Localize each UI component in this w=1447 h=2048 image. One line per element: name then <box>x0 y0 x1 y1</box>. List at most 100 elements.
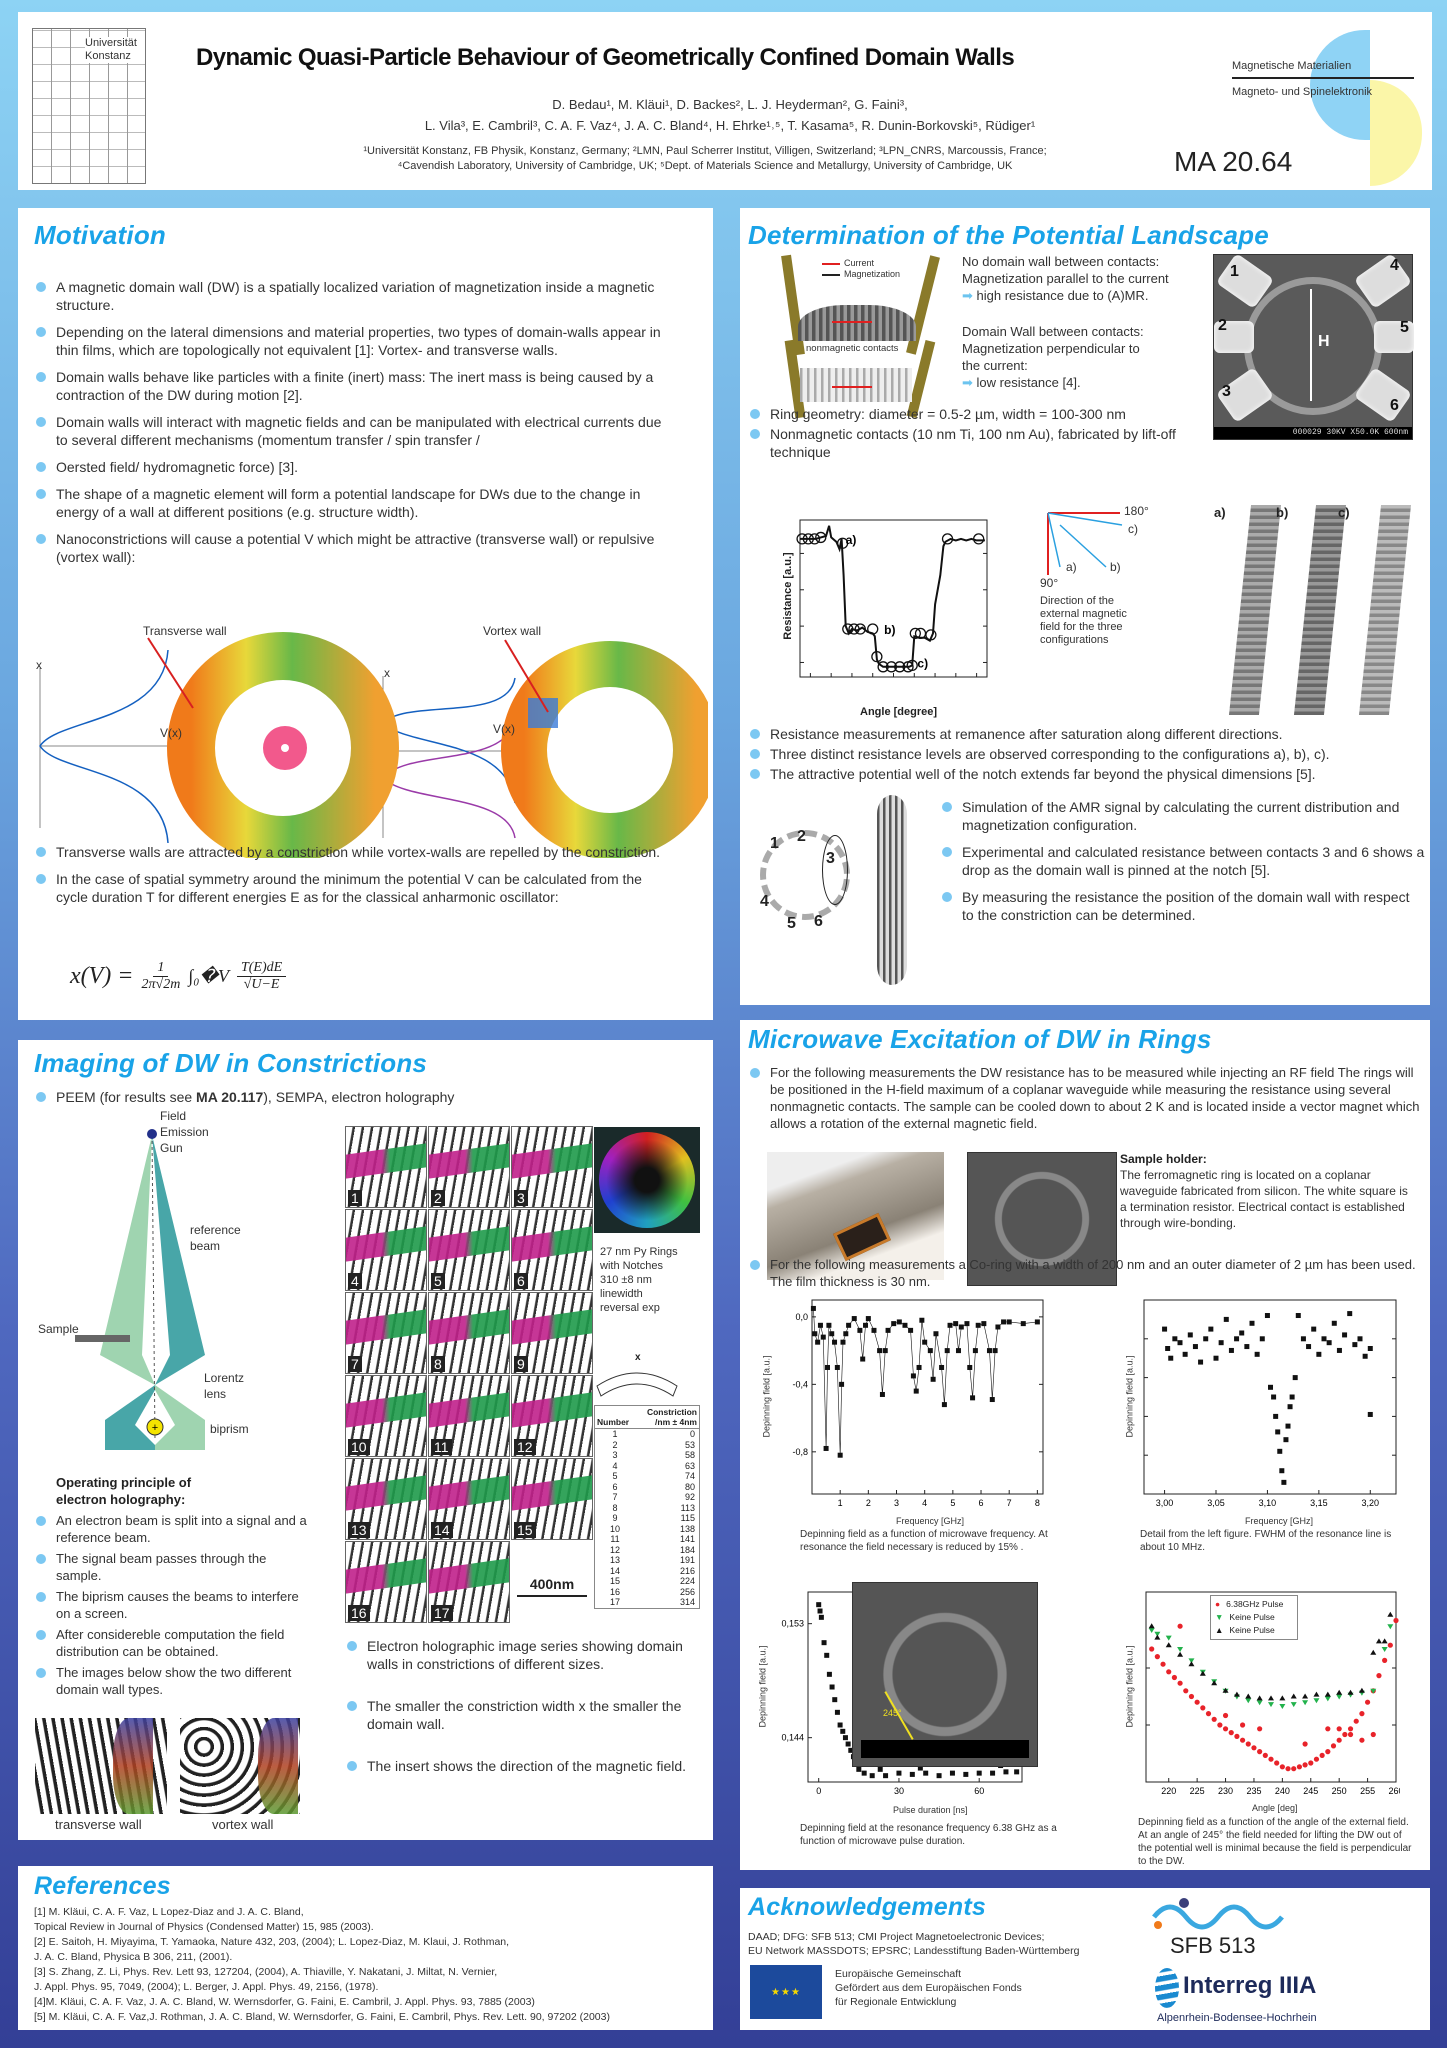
landscape-bullets-2: Resistance measurements at remanence aft… <box>748 725 1418 785</box>
acknowledgements-title: Acknowledgements <box>748 1893 986 1921</box>
ack-text: DAAD; DFG: SFB 513; CMI Project Magnetoe… <box>748 1930 1079 1958</box>
row-number: 17 <box>609 1597 620 1607</box>
amr-simulation-figure: 1 2 3 4 5 6 <box>752 795 942 985</box>
bullet-item: Nanoconstrictions will cause a potential… <box>34 530 674 566</box>
notch-ring-outline <box>596 1372 678 1397</box>
field-emission-gun-icon <box>147 1129 157 1139</box>
bullet-item: Resistance measurements at remanence aft… <box>748 725 1418 743</box>
x-axis-label-left: x <box>36 658 42 672</box>
row-constriction: 0 <box>689 1429 695 1439</box>
data-point <box>1347 1731 1354 1738</box>
sem-contact <box>1374 321 1414 353</box>
pulse-inset-sem: 245° <box>852 1582 1038 1767</box>
data-point <box>1183 1688 1189 1694</box>
detail-ylabel: Depinning field [a.u.] <box>1124 1355 1135 1438</box>
row-constriction: 138 <box>679 1523 695 1534</box>
hologram-tile: 17 <box>428 1541 510 1623</box>
row-constriction: 115 <box>680 1513 695 1523</box>
data-point <box>1313 1756 1320 1762</box>
notch-inset: x <box>595 1352 680 1398</box>
arrow-icon: ➡ <box>962 288 977 303</box>
row-number: 11 <box>610 1534 620 1544</box>
poster-title: Dynamic Quasi-Particle Behaviour of Geom… <box>196 44 1015 71</box>
x-tick-label: 7 <box>1007 1498 1012 1508</box>
data-point <box>1213 1355 1219 1361</box>
row-constriction: 141 <box>679 1534 695 1544</box>
microwave-bullet-item: For the following measurements a Co-ring… <box>748 1256 1418 1290</box>
data-point <box>1331 1320 1337 1326</box>
affiliations-line-1: ¹Universität Konstanz, FB Physik, Konsta… <box>363 145 1047 157</box>
data-point <box>1165 1635 1172 1641</box>
legend-current-arrow <box>822 263 840 265</box>
zoomed-ring-segment <box>877 795 907 985</box>
plot-frame <box>1143 1299 1397 1495</box>
data-point <box>1177 1623 1183 1629</box>
data-point <box>970 1395 976 1401</box>
sem-contact <box>1214 321 1254 353</box>
microwave-bullet-1: For the following measurements the DW re… <box>748 1064 1423 1141</box>
data-point <box>802 533 814 545</box>
data-point <box>1289 1394 1295 1400</box>
formula-fraction-2: T(E)dE √U−E <box>236 960 287 993</box>
legend-current: Current <box>844 258 875 268</box>
data-point <box>840 1339 846 1345</box>
poster-id: MA 20.64 <box>1174 146 1293 177</box>
optical-axis <box>151 1134 156 1441</box>
data-point <box>1234 1336 1240 1342</box>
hologram-tile: 11 <box>428 1375 510 1457</box>
holder-title: Sample holder: <box>1120 1152 1207 1166</box>
data-point <box>1208 1326 1214 1332</box>
holder-text: The ferromagnetic ring is located on a c… <box>1120 1168 1408 1230</box>
data-point <box>842 1735 848 1741</box>
hologram-tile: 4 <box>345 1209 427 1291</box>
data-point <box>1171 1674 1178 1681</box>
y-tick-label: 0,144 <box>781 1733 804 1743</box>
data-point <box>1228 1730 1234 1736</box>
data-point <box>1387 1611 1394 1617</box>
sim-strip <box>1293 505 1347 715</box>
no-dw-line-3: ➡ high resistance due to (A)MR. <box>962 287 1169 304</box>
tile-number: 2 <box>431 1190 445 1206</box>
authors-line-1: D. Bedau¹, M. Kläui¹, D. Backes², L. J. … <box>552 97 908 112</box>
resistance-xlabel: Angle [degree] <box>860 706 938 718</box>
x-tick-label: 3,00 <box>1156 1498 1174 1508</box>
data-point <box>1347 1726 1354 1732</box>
data-point <box>824 1364 830 1370</box>
resistance-chart: 100120140160180200220240260a)b)c) <box>796 519 988 678</box>
hologram-tile: 3 <box>511 1126 593 1208</box>
data-point <box>856 1766 862 1772</box>
y-tick-label: -0,8 <box>792 1447 808 1457</box>
peem-text: PEEM (for results see <box>56 1089 197 1105</box>
col-number: Number <box>597 1417 630 1427</box>
bullet-item: The images below show the two different … <box>34 1664 309 1698</box>
microwave-title: Microwave Excitation of DW in Rings <box>748 1024 1212 1054</box>
row-constriction: 184 <box>679 1544 695 1555</box>
transverse-wall-caption: transverse wall <box>55 1817 142 1832</box>
hologram-tile: 16 <box>345 1541 427 1623</box>
affiliations-line-2: ⁴Cavendish Laboratory, University of Cam… <box>397 160 1013 172</box>
domain-color-band <box>429 1475 509 1512</box>
sim-label-a: a) <box>1214 505 1226 520</box>
data-point <box>837 1452 843 1458</box>
biprism-label: biprism <box>210 1422 249 1436</box>
hologram-tile: 12 <box>511 1375 593 1457</box>
data-point <box>1020 1321 1026 1327</box>
data-point <box>922 1339 928 1345</box>
bullet-item: The smaller the constriction width x the… <box>345 1697 710 1733</box>
data-point <box>1290 1693 1297 1699</box>
formula-den-1: 2π√2m <box>141 977 181 992</box>
bullet-item: The biprism causes the beams to interfer… <box>34 1588 309 1622</box>
bullet-item: The shape of a magnetic element will for… <box>34 485 674 521</box>
label-b: b) <box>1110 560 1121 574</box>
university-logo: Universität Konstanz <box>32 28 146 184</box>
interreg-wave-icon <box>1155 1968 1179 2008</box>
legend-marker-icon: ▼ <box>1215 1612 1224 1622</box>
data-point <box>1387 1624 1394 1630</box>
data-point <box>885 661 898 673</box>
sample-label: Sample <box>38 1322 79 1336</box>
data-point <box>1279 1704 1286 1709</box>
data-point <box>826 1322 832 1328</box>
